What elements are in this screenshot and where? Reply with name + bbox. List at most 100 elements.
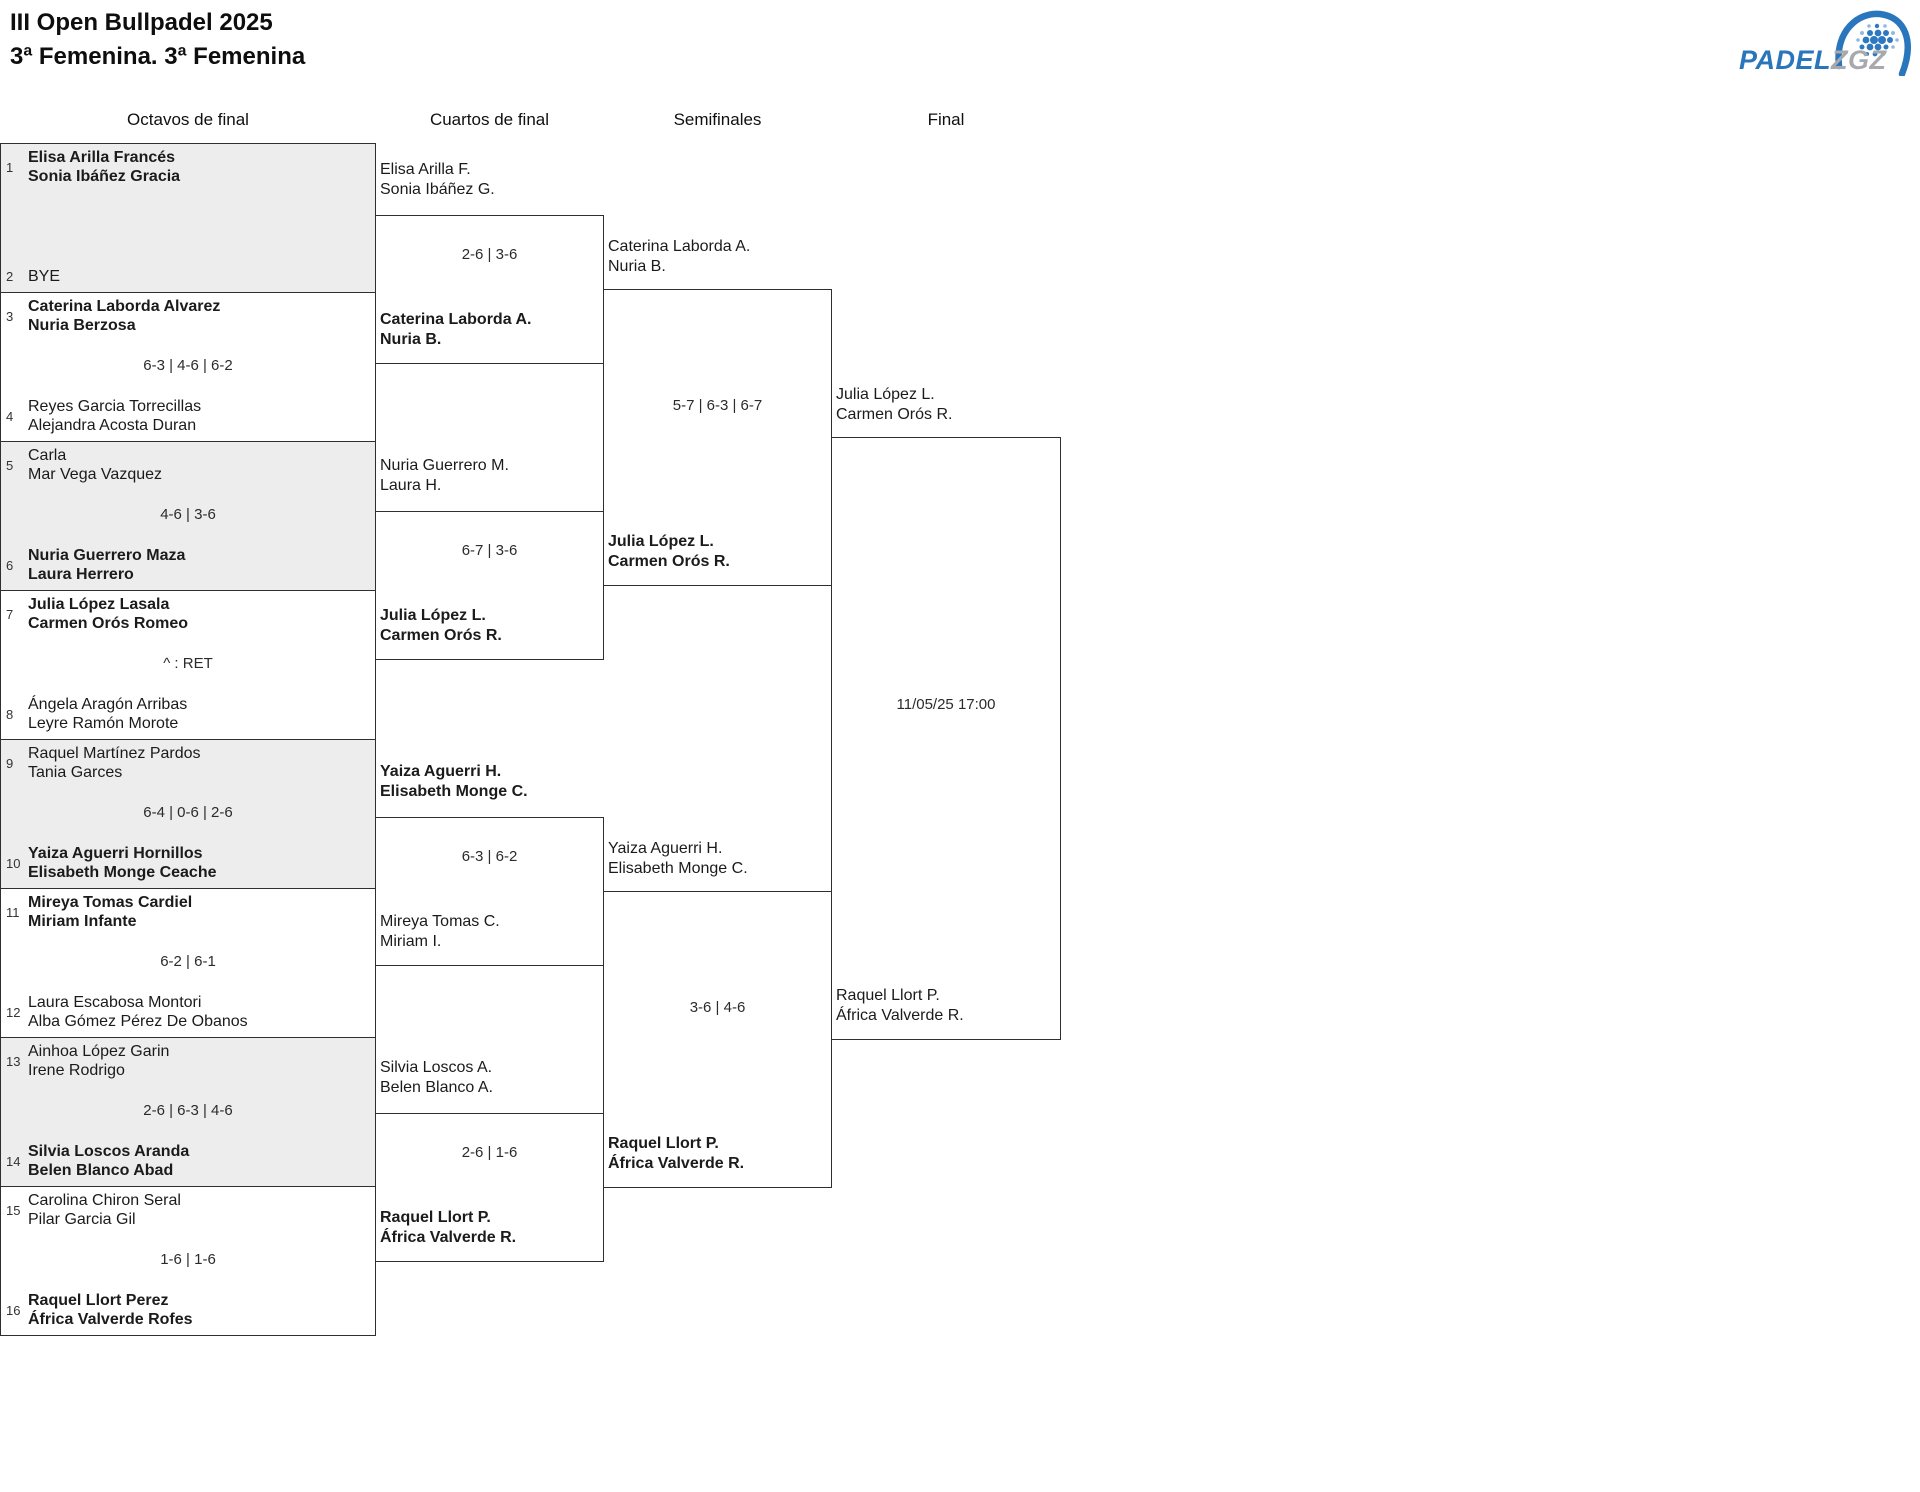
player-name: Nuria B. xyxy=(380,330,442,348)
player-name: Nuria Guerrero M. xyxy=(380,457,509,474)
match-score: 6-3 | 4-6 | 6-2 xyxy=(143,357,233,374)
player-name: Julia López L. xyxy=(380,607,486,624)
player-name: Ainhoa López Garin xyxy=(28,1043,170,1060)
team-label: Caterina Laborda A. Nuria B. xyxy=(380,310,595,349)
player-name: Julia López L. xyxy=(836,386,935,403)
player-name: Julia López L. xyxy=(608,533,714,550)
team-row: 1 Elisa Arilla Francés Sonia Ibáñez Grac… xyxy=(6,148,367,186)
team-label: Silvia Loscos A. Belen Blanco A. xyxy=(380,1058,595,1097)
seed-number: 13 xyxy=(6,1053,21,1069)
team-players: Yaiza Aguerri Hornillos Elisabeth Monge … xyxy=(28,844,217,882)
team-row: 3 Caterina Laborda Alvarez Nuria Berzosa xyxy=(6,297,367,335)
player-name: Laura H. xyxy=(380,476,442,494)
title-block: III Open Bullpadel 2025 3ª Femenina. 3ª … xyxy=(10,6,305,74)
team-row: 2 BYE xyxy=(6,267,367,286)
octavos-match-6: 11 Mireya Tomas Cardiel Miriam Infante 6… xyxy=(0,888,376,1038)
team-row: 8 Ángela Aragón Arribas Leyre Ramón Moro… xyxy=(6,695,367,733)
player-name: Alba Gómez Pérez De Obanos xyxy=(28,1013,248,1030)
octavos-match-8: 15 Carolina Chiron Seral Pilar Garcia Gi… xyxy=(0,1186,376,1336)
player-name: Raquel Martínez Pardos xyxy=(28,745,201,762)
team-row: 13 Ainhoa López Garin Irene Rodrigo xyxy=(6,1042,367,1080)
round-header-final: Final xyxy=(927,110,965,129)
team-label: Raquel Llort P. África Valverde R. xyxy=(608,1134,823,1173)
seed-number: 3 xyxy=(6,308,14,324)
player-name: Irene Rodrigo xyxy=(28,1062,125,1079)
page-subtitle: 3ª Femenina. 3ª Femenina xyxy=(10,43,306,70)
match-score: 6-2 | 6-1 xyxy=(160,953,216,970)
team-label: Julia López L. Carmen Orós R. xyxy=(608,532,823,571)
player-name: Yaiza Aguerri H. xyxy=(380,763,502,780)
team-label: Yaiza Aguerri H. Elisabeth Monge C. xyxy=(608,839,823,878)
player-name: Belen Blanco Abad xyxy=(28,1162,174,1179)
player-name: Carmen Orós R. xyxy=(836,405,953,423)
player-name: Leyre Ramón Morote xyxy=(28,715,179,732)
seed-number: 14 xyxy=(6,1153,21,1169)
match-score: 2-6 | 6-3 | 4-6 xyxy=(143,1102,233,1119)
team-players: Julia López Lasala Carmen Orós Romeo xyxy=(28,595,188,633)
player-name: Elisa Arilla F. xyxy=(380,161,471,178)
player-name: Tania Garces xyxy=(28,764,123,781)
player-name: Raquel Llort P. xyxy=(380,1209,491,1226)
team-row: 15 Carolina Chiron Seral Pilar Garcia Gi… xyxy=(6,1191,367,1229)
player-name: Raquel Llort P. xyxy=(608,1135,719,1152)
player-name: Elisabeth Monge C. xyxy=(608,859,748,877)
seed-number: 1 xyxy=(6,159,14,175)
player-name: Alejandra Acosta Duran xyxy=(28,417,197,434)
team-players: Ángela Aragón Arribas Leyre Ramón Morote xyxy=(28,695,187,733)
player-name: Pilar Garcia Gil xyxy=(28,1211,136,1228)
octavos-match-2: 3 Caterina Laborda Alvarez Nuria Berzosa… xyxy=(0,292,376,442)
player-name: Elisabeth Monge C. xyxy=(380,782,528,800)
player-name: BYE xyxy=(28,268,61,285)
player-name: Raquel Llort P. xyxy=(836,987,940,1004)
page-title: III Open Bullpadel 2025 xyxy=(10,9,273,36)
round-header-octavos: Octavos de final xyxy=(127,110,249,129)
player-name: Carla xyxy=(28,447,67,464)
seed-number: 9 xyxy=(6,755,14,771)
player-name: Laura Escabosa Montori xyxy=(28,994,202,1011)
octavos-match-3: 5 Carla Mar Vega Vazquez 4-6 | 3-6 6 Nur… xyxy=(0,441,376,591)
player-name: África Valverde R. xyxy=(608,1154,745,1172)
round-header-cuartos: Cuartos de final xyxy=(429,110,550,129)
player-name: Julia López Lasala xyxy=(28,596,170,613)
match-score: ^ : RET xyxy=(163,655,213,672)
team-players: Raquel Martínez Pardos Tania Garces xyxy=(28,744,201,782)
team-players: Ainhoa López Garin Irene Rodrigo xyxy=(28,1042,169,1080)
match-score: 5-7 | 6-3 | 6-7 xyxy=(672,397,763,414)
team-players: Raquel Llort Perez África Valverde Rofes xyxy=(28,1291,193,1329)
player-name: Laura Herrero xyxy=(28,566,134,583)
team-row: 6 Nuria Guerrero Maza Laura Herrero xyxy=(6,546,367,584)
team-players: Silvia Loscos Aranda Belen Blanco Abad xyxy=(28,1142,189,1180)
team-row: 10 Yaiza Aguerri Hornillos Elisabeth Mon… xyxy=(6,844,367,882)
team-players: Caterina Laborda Alvarez Nuria Berzosa xyxy=(28,297,220,335)
padel-racket-icon: PADELZGZ xyxy=(1739,10,1911,78)
player-name: África Valverde R. xyxy=(836,1006,964,1024)
player-name: Silvia Loscos A. xyxy=(380,1059,493,1076)
player-name: Ángela Aragón Arribas xyxy=(28,696,188,713)
team-row: 12 Laura Escabosa Montori Alba Gómez Pér… xyxy=(6,993,367,1031)
team-row: 16 Raquel Llort Perez África Valverde Ro… xyxy=(6,1291,367,1329)
logo-text-gray: ZGZ xyxy=(1830,45,1887,75)
player-name: Reyes Garcia Torrecillas xyxy=(28,398,202,415)
seed-number: 11 xyxy=(6,904,20,920)
team-players: Carla Mar Vega Vazquez xyxy=(28,446,162,484)
final-schedule: 11/05/25 17:00 xyxy=(896,696,996,713)
octavos-match-5: 9 Raquel Martínez Pardos Tania Garces 6-… xyxy=(0,739,376,889)
team-row: 11 Mireya Tomas Cardiel Miriam Infante xyxy=(6,893,367,931)
player-name: Elisabeth Monge Ceache xyxy=(28,864,217,881)
seed-number: 7 xyxy=(6,606,14,622)
player-name: Caterina Laborda A. xyxy=(608,238,751,255)
seed-number: 8 xyxy=(6,706,14,722)
player-name: Nuria B. xyxy=(608,257,666,275)
team-row: 4 Reyes Garcia Torrecillas Alejandra Aco… xyxy=(6,397,367,435)
seed-number: 12 xyxy=(6,1004,21,1020)
player-name: Caterina Laborda Alvarez xyxy=(28,298,221,315)
seed-number: 10 xyxy=(6,855,21,871)
match-score: 2-6 | 3-6 xyxy=(461,246,518,263)
player-name: Elisa Arilla Francés xyxy=(28,149,176,166)
player-name: Mireya Tomas C. xyxy=(380,913,500,930)
player-name: Mar Vega Vazquez xyxy=(28,466,163,483)
team-label: Raquel Llort P. África Valverde R. xyxy=(380,1208,595,1247)
team-players: Carolina Chiron Seral Pilar Garcia Gil xyxy=(28,1191,181,1229)
team-players: Elisa Arilla Francés Sonia Ibáñez Gracia xyxy=(28,148,180,186)
